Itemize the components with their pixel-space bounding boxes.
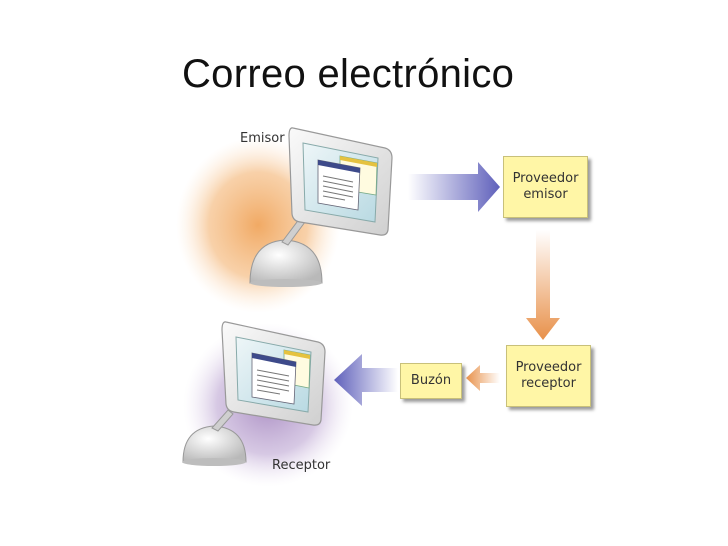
receiver-computer (182, 321, 326, 466)
receiver-provider-line-1: Proveedor (515, 360, 582, 375)
arrow-sender-to-provider (408, 162, 500, 212)
sender-provider-line-2: emisor (523, 187, 568, 202)
arrow-mailbox-to-receiver (334, 354, 398, 406)
mailbox-label: Buzón (410, 373, 452, 388)
receiver-provider-box: Proveedor receptor (506, 345, 591, 407)
page-title: Correo electrónico (182, 52, 515, 96)
sender-computer (249, 127, 393, 287)
receiver-label: Receptor (272, 458, 331, 473)
sender-label: Emisor (240, 131, 285, 146)
receiver-provider-line-2: receptor (521, 376, 576, 391)
arrow-receiver-provider-to-mailbox (466, 365, 500, 391)
arrow-provider-down (526, 230, 560, 340)
sender-provider-box: Proveedor emisor (503, 156, 588, 218)
sender-provider-line-1: Proveedor (512, 171, 579, 186)
mailbox-box: Buzón (400, 363, 462, 399)
